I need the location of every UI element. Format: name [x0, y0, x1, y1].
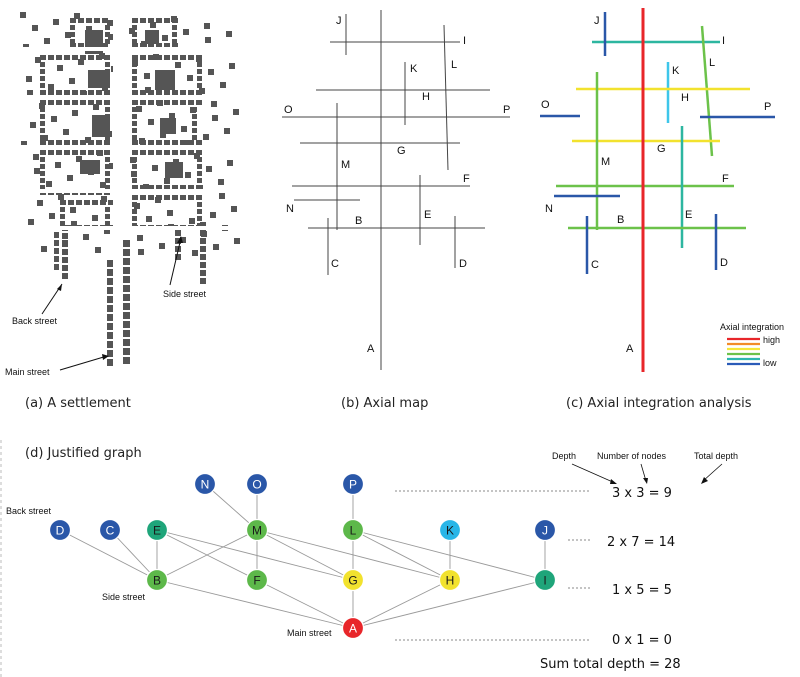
svg-text:J: J: [594, 15, 600, 27]
caption-a: (a) A settlement: [25, 396, 131, 411]
caption-c: (c) Axial integration analysis: [566, 396, 752, 411]
settlement-labels: Back street Side street Main street: [5, 236, 207, 377]
svg-text:B: B: [617, 214, 624, 226]
svg-text:C: C: [331, 258, 339, 270]
graph-main-street-label: Main street: [287, 628, 332, 638]
legend-title: Axial integration: [720, 322, 784, 332]
axial-line-L: [443, 24, 449, 171]
graph-node-i: I: [533, 568, 557, 592]
graph-node-label: L: [350, 524, 357, 538]
header-number-of-nodes: Number of nodes: [597, 451, 667, 461]
graph-node-d: D: [48, 518, 72, 542]
graph-node-o: O: [245, 472, 269, 496]
sum-total-depth: Sum total depth = 28: [540, 657, 681, 672]
svg-text:P: P: [764, 101, 771, 113]
integration-legend: Axial integration high low: [720, 322, 784, 368]
graph-back-street-label: Back street: [6, 506, 52, 516]
graph-node-label: O: [252, 478, 261, 492]
svg-text:L: L: [451, 59, 457, 71]
graph-node-label: J: [542, 524, 548, 538]
svg-text:D: D: [720, 257, 728, 269]
svg-text:C: C: [591, 259, 599, 271]
svg-text:M: M: [601, 156, 610, 168]
graph-node-label: C: [106, 524, 115, 538]
svg-text:D: D: [459, 258, 467, 270]
svg-text:G: G: [397, 145, 406, 157]
graph-node-label: N: [201, 478, 210, 492]
svg-text:O: O: [541, 99, 550, 111]
depth-row-1: 1 x 5 = 5: [612, 583, 672, 598]
graph-node-label: A: [349, 622, 357, 636]
svg-text:I: I: [722, 35, 725, 47]
graph-node-n: N: [193, 472, 217, 496]
axial-integration-map: J I L K H O P G M F N E B C D A: [540, 8, 775, 372]
graph-side-street-label: Side street: [102, 592, 146, 602]
svg-text:B: B: [355, 215, 362, 227]
graph-node-label: H: [446, 574, 455, 588]
caption-d: (d) Justified graph: [25, 446, 142, 461]
graph-node-label: D: [56, 524, 65, 538]
svg-text:N: N: [545, 203, 553, 215]
graph-node-label: B: [153, 574, 161, 588]
depth-row-0: 0 x 1 = 0: [612, 633, 672, 648]
graph-nodes: N O P D C E M L K J B F G H I A: [48, 472, 557, 640]
svg-text:L: L: [709, 57, 715, 69]
back-street-label: Back street: [12, 316, 58, 326]
depth-header: Depth Number of nodes Total depth: [552, 451, 738, 484]
graph-node-j: J: [533, 518, 557, 542]
depth-row-2: 2 x 7 = 14: [607, 535, 675, 550]
header-depth: Depth: [552, 451, 576, 461]
main-street-label: Main street: [5, 367, 50, 377]
settlement-panel: [14, 10, 259, 372]
graph-node-label: F: [253, 574, 260, 588]
graph-node-c: C: [98, 518, 122, 542]
graph-node-e: E: [145, 518, 169, 542]
svg-text:E: E: [424, 209, 431, 221]
svg-text:K: K: [410, 63, 418, 75]
axial-map: J I L K H O P G M F N E B C D A: [282, 10, 510, 370]
graph-node-label: M: [252, 524, 262, 538]
graph-node-h: H: [438, 568, 462, 592]
header-total-depth: Total depth: [694, 451, 738, 461]
graph-node-a: A: [341, 616, 365, 640]
graph-node-label: P: [349, 478, 357, 492]
svg-text:A: A: [626, 343, 634, 355]
graph-node-label: E: [153, 524, 161, 538]
graph-edges: [59, 483, 546, 629]
caption-b: (b) Axial map: [341, 396, 428, 411]
graph-node-m: M: [245, 518, 269, 542]
svg-text:M: M: [341, 159, 350, 171]
graph-node-label: K: [446, 524, 454, 538]
graph-node-f: F: [245, 568, 269, 592]
legend-low: low: [763, 358, 777, 368]
svg-text:H: H: [681, 92, 689, 104]
graph-node-p: P: [341, 472, 365, 496]
graph-node-label: G: [348, 574, 357, 588]
svg-text:A: A: [367, 343, 375, 355]
svg-text:P: P: [503, 104, 510, 116]
svg-text:F: F: [722, 173, 729, 185]
side-street-label: Side street: [163, 289, 207, 299]
svg-text:H: H: [422, 91, 430, 103]
depth-row-3: 3 x 3 = 9: [612, 486, 672, 501]
svg-text:N: N: [286, 203, 294, 215]
svg-text:F: F: [463, 173, 470, 185]
svg-text:G: G: [657, 143, 666, 155]
graph-node-label: I: [543, 574, 546, 588]
graph-node-g: G: [341, 568, 365, 592]
graph-node-b: B: [145, 568, 169, 592]
svg-text:O: O: [284, 104, 293, 116]
svg-text:E: E: [685, 209, 692, 221]
graph-node-k: K: [438, 518, 462, 542]
legend-high: high: [763, 335, 780, 345]
svg-text:K: K: [672, 65, 680, 77]
svg-text:I: I: [463, 35, 466, 47]
graph-node-l: L: [341, 518, 365, 542]
svg-text:J: J: [336, 15, 342, 27]
